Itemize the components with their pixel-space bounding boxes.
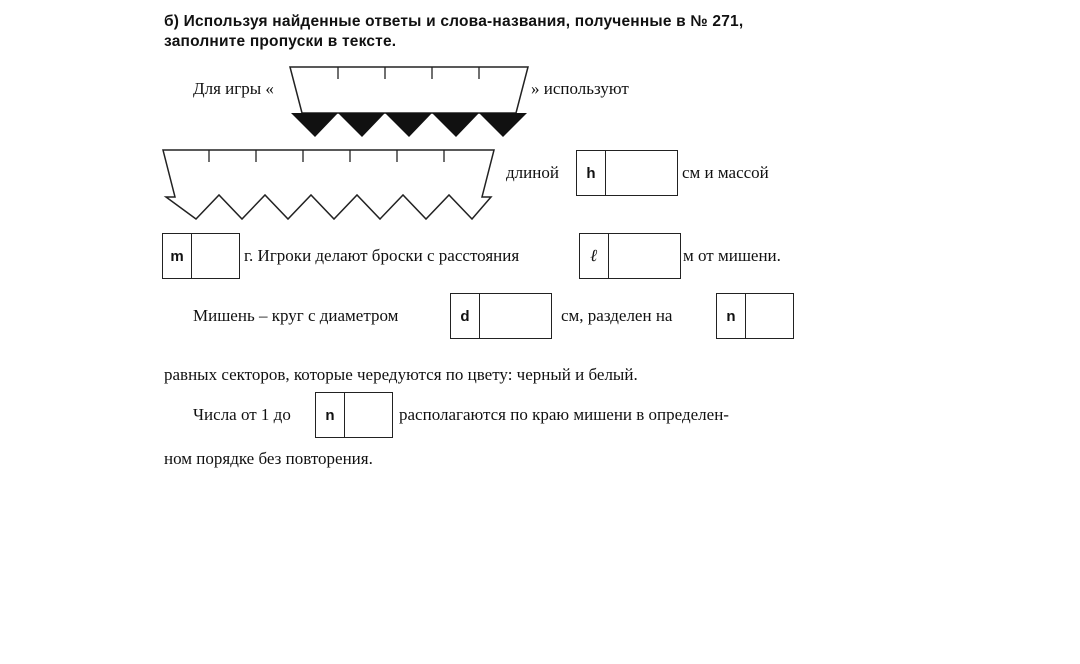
- numbers-suffix-text: располагаются по краю мишени в определен…: [399, 405, 729, 424]
- d-answer-box[interactable]: d: [450, 293, 552, 339]
- last-line-text: ном порядке без повторения.: [164, 449, 373, 468]
- d-answer-field[interactable]: [480, 294, 551, 338]
- n-answer-box-2[interactable]: n: [315, 392, 393, 438]
- l-box-label: ℓ: [580, 234, 609, 278]
- numbers-prefix-text: Числа от 1 до: [193, 405, 291, 424]
- n-answer-field-2[interactable]: [345, 393, 392, 437]
- n-box-label-1: n: [717, 294, 746, 338]
- h-answer-field[interactable]: [606, 151, 677, 195]
- n-answer-box-1[interactable]: n: [716, 293, 794, 339]
- object-name-answer-shape: [162, 149, 495, 221]
- n-box-label-2: n: [316, 393, 345, 437]
- task-line-2: заполните пропуски в тексте.: [164, 33, 397, 50]
- throw-distance-text: г. Игроки делают броски с расстояния: [244, 246, 520, 265]
- game-name-answer-shape: [289, 66, 529, 137]
- cm-and-mass-text: см и массой: [682, 163, 769, 182]
- length-label: длиной: [506, 163, 559, 182]
- game-prefix-text: Для игры «: [193, 79, 274, 98]
- d-box-label: d: [451, 294, 480, 338]
- sectors-text: равных секторов, которые чередуются по ц…: [164, 365, 638, 384]
- h-box-label: h: [577, 151, 606, 195]
- task-line-1: б) Используя найденные ответы и слова-на…: [164, 13, 744, 30]
- l-answer-box[interactable]: ℓ: [579, 233, 681, 279]
- target-description-text: Мишень – круг с диаметром: [193, 306, 399, 325]
- l-answer-field[interactable]: [609, 234, 680, 278]
- m-answer-field[interactable]: [192, 234, 239, 278]
- from-target-text: м от мишени.: [683, 246, 781, 265]
- h-answer-box[interactable]: h: [576, 150, 678, 196]
- n-answer-field-1[interactable]: [746, 294, 793, 338]
- game-suffix-text: » используют: [531, 79, 629, 98]
- m-box-label: m: [163, 234, 192, 278]
- m-answer-box[interactable]: m: [162, 233, 240, 279]
- cm-divided-text: см, разделен на: [561, 306, 673, 325]
